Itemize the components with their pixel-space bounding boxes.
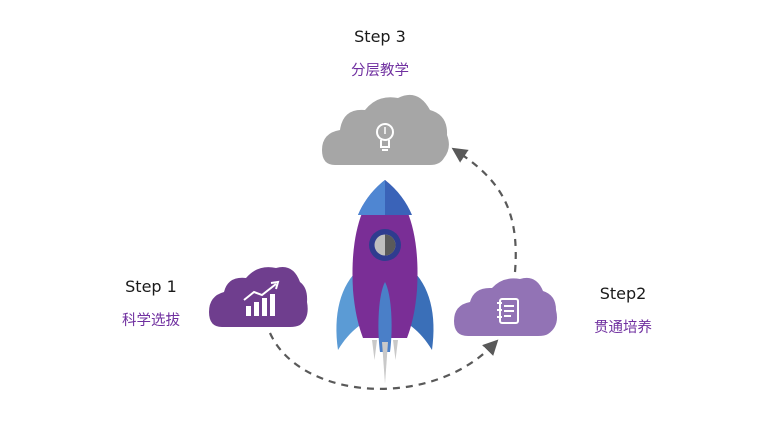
step-2-subtitle: 贯通培养 — [594, 320, 652, 336]
step-3-subtitle: 分层教学 — [351, 63, 409, 79]
notebook-icon — [497, 298, 519, 324]
lightbulb-icon — [376, 123, 394, 151]
cloud-step1 — [209, 266, 308, 327]
rising-chart-icon — [243, 280, 280, 316]
rocket-center-fin — [378, 282, 392, 352]
cycle-arrows — [268, 147, 517, 390]
step-3-label-group: Step 3 分层教学 — [300, 26, 460, 81]
arrow-step1-to-step2 — [268, 332, 499, 390]
cloud-step2 — [454, 277, 557, 336]
step-1-subtitle: 科学选拔 — [122, 313, 180, 329]
step-1-title: Step 1 — [125, 277, 177, 296]
rocket-illustration — [336, 180, 434, 384]
step-2-title: Step2 — [599, 284, 647, 303]
step-3-title: Step 3 — [354, 27, 406, 46]
rocket-exhaust — [372, 340, 398, 384]
rocket-window — [369, 229, 401, 261]
step-2-label-group: Step2 贯通培养 — [543, 283, 703, 338]
arrow-step2-to-step3 — [451, 147, 517, 273]
step-1-label-group: Step 1 科学选拔 — [71, 276, 231, 331]
cloud-step3 — [322, 94, 449, 165]
